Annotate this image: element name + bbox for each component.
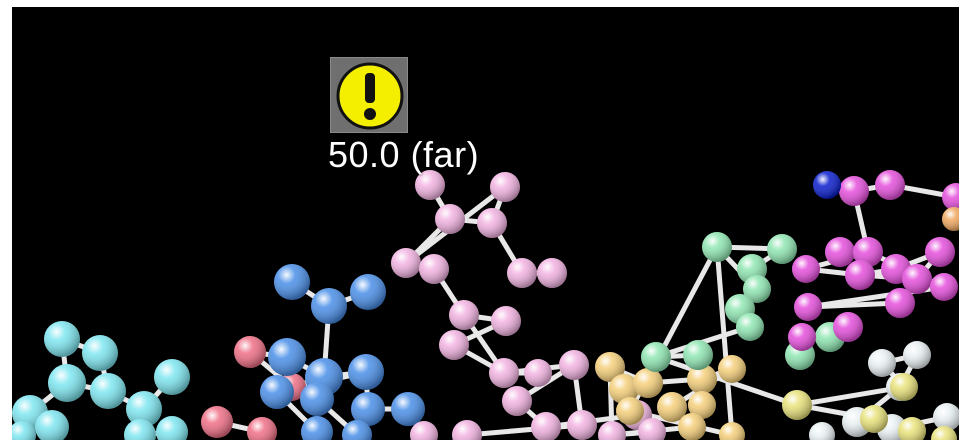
atom-sphere[interactable] [931,426,957,440]
atom-sphere[interactable] [813,171,841,199]
atom-sphere[interactable] [124,419,156,440]
atom-layer [12,170,959,440]
atom-sphere[interactable] [942,183,959,211]
bond [794,384,907,408]
atom-sphere[interactable] [559,350,589,380]
atom-sphere[interactable] [567,410,597,440]
atom-sphere[interactable] [875,170,905,200]
atom-sphere[interactable] [260,375,294,409]
atom-sphere[interactable] [524,359,552,387]
atom-sphere[interactable] [82,335,118,371]
atom-sphere[interactable] [825,237,855,267]
atom-sphere[interactable] [809,422,835,440]
distance-label: 50.0 (far) [328,134,480,175]
atom-sphere[interactable] [44,321,80,357]
atom-sphere[interactable] [410,421,438,440]
atom-sphere[interactable] [678,413,706,440]
atom-sphere[interactable] [48,364,86,402]
atom-sphere[interactable] [868,349,896,377]
atom-sphere[interactable] [201,406,233,438]
atom-sphere[interactable] [598,421,626,440]
atom-sphere[interactable] [687,364,717,394]
atom-sphere[interactable] [90,373,126,409]
atom-sphere[interactable] [683,340,713,370]
atom-sphere[interactable] [12,421,36,440]
atom-sphere[interactable] [839,176,869,206]
atom-sphere[interactable] [609,374,639,404]
atom-sphere[interactable] [502,386,532,416]
atom-sphere[interactable] [853,237,883,267]
atom-sphere[interactable] [490,172,520,202]
atom-sphere[interactable] [767,234,797,264]
atom-sphere[interactable] [452,420,482,440]
atom-sphere[interactable] [537,258,567,288]
atom-sphere[interactable] [595,352,625,382]
atom-sphere[interactable] [719,422,745,440]
warning-badge[interactable] [330,57,408,133]
atom-sphere[interactable] [930,273,958,301]
molecule-scene[interactable] [12,7,959,440]
atom-sphere[interactable] [925,237,955,267]
atom-sphere[interactable] [35,410,69,440]
atom-sphere[interactable] [156,416,188,440]
atom-sphere[interactable] [898,417,926,440]
atom-sphere[interactable] [641,342,671,372]
molecule-viewport[interactable]: 50.0 (far) [12,7,959,440]
atom-sphere[interactable] [247,417,277,440]
atom-sphere[interactable] [942,207,959,231]
atom-sphere[interactable] [268,338,306,376]
atom-sphere[interactable] [792,255,820,283]
atom-sphere[interactable] [391,392,425,426]
atom-sphere[interactable] [633,368,663,398]
atom-sphere[interactable] [833,312,863,342]
atom-sphere[interactable] [531,412,561,440]
atom-sphere[interactable] [860,405,888,433]
atom-sphere[interactable] [718,355,746,383]
atom-sphere[interactable] [126,391,162,427]
atom-sphere[interactable] [903,341,931,369]
atom-sphere[interactable] [342,420,372,440]
atom-sphere[interactable] [154,359,190,395]
atom-sphere[interactable] [234,336,266,368]
atom-sphere[interactable] [782,390,812,420]
exclamation-warning-icon[interactable] [331,58,409,134]
atom-sphere[interactable] [449,300,479,330]
bond [714,244,735,438]
atom-sphere[interactable] [902,264,932,294]
atom-sphere[interactable] [391,248,421,278]
atom-sphere[interactable] [311,288,347,324]
atom-sphere[interactable] [657,392,687,422]
atom-sphere[interactable] [616,397,644,425]
bond [805,300,903,310]
atom-sphere[interactable] [274,264,310,300]
atom-sphere[interactable] [351,392,385,426]
atom-sphere[interactable] [743,275,771,303]
atom-sphere[interactable] [788,323,816,351]
atom-sphere[interactable] [933,403,959,431]
atom-sphere[interactable] [301,416,333,440]
atom-sphere[interactable] [348,354,384,390]
atom-sphere[interactable] [477,208,507,238]
atom-sphere[interactable] [736,313,764,341]
atom-sphere[interactable] [419,254,449,284]
atom-sphere[interactable] [845,260,875,290]
atom-sphere[interactable] [688,391,716,419]
atom-sphere[interactable] [702,232,732,262]
atom-sphere[interactable] [489,358,519,388]
atom-sphere[interactable] [300,382,334,416]
atom-sphere[interactable] [350,274,386,310]
atom-sphere[interactable] [507,258,537,288]
atom-sphere[interactable] [885,288,915,318]
atom-sphere[interactable] [638,418,666,440]
atom-sphere[interactable] [491,306,521,336]
atom-sphere[interactable] [439,330,469,360]
atom-sphere[interactable] [435,204,465,234]
atom-sphere[interactable] [415,170,445,200]
atom-sphere[interactable] [890,373,918,401]
atom-sphere[interactable] [794,293,822,321]
